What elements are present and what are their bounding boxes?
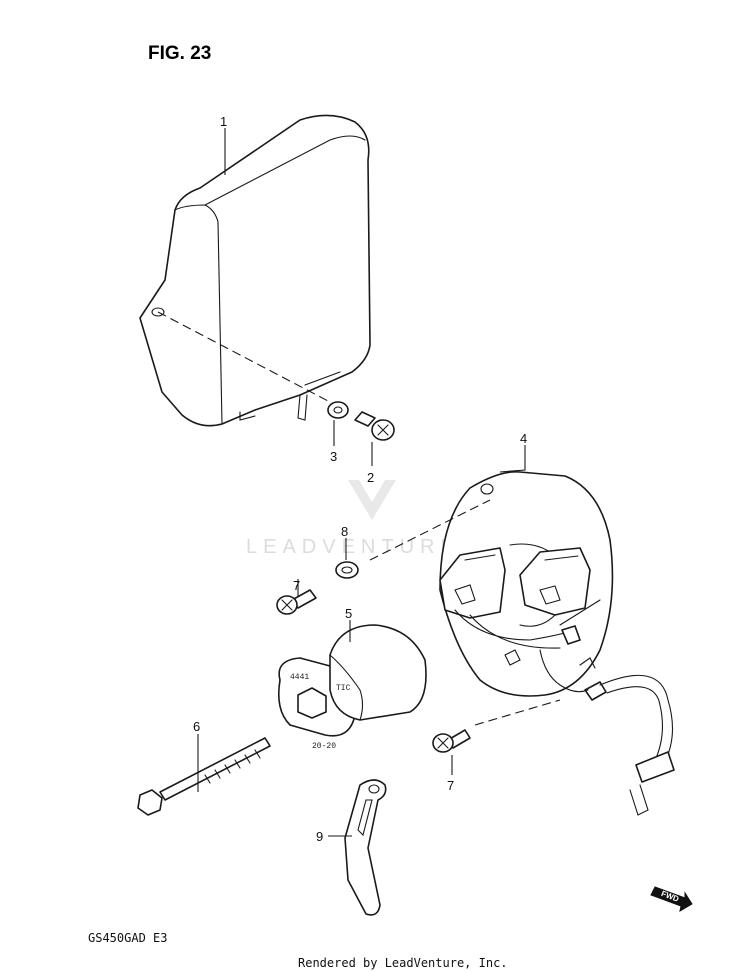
pickup-coil-right bbox=[519, 547, 591, 616]
render-credit: Rendered by LeadVenture, Inc. bbox=[298, 956, 508, 970]
fwd-direction-arrow: FWD bbox=[650, 886, 693, 912]
callout-5: 5 bbox=[345, 606, 352, 621]
part-1-igniter-unit bbox=[139, 114, 371, 427]
callout-2: 2 bbox=[367, 470, 374, 485]
callout-7-upper: 7 bbox=[293, 578, 300, 593]
part-6-long-bolt bbox=[137, 737, 271, 816]
rotor-stamp-tic: TIC bbox=[336, 684, 351, 693]
part-5-signal-rotor: 4441 TIC 20-20 bbox=[277, 624, 427, 751]
pickup-wiring-harness bbox=[454, 599, 675, 816]
watermark-text: LEADVENTURE bbox=[246, 536, 460, 558]
part-9-clamp-strap bbox=[344, 779, 387, 916]
callout-3: 3 bbox=[330, 449, 337, 464]
callout-6: 6 bbox=[193, 719, 200, 734]
rotor-stamp-20-20: 20-20 bbox=[312, 742, 336, 751]
model-code: GS450GAD E3 bbox=[88, 931, 167, 945]
part-7-screw-upper bbox=[276, 589, 317, 615]
plate-guide-line-bottom bbox=[474, 699, 561, 726]
leadventure-watermark: LEADVENTURE bbox=[246, 480, 460, 558]
plate-guide-line-top bbox=[369, 499, 491, 561]
callout-leaders bbox=[197, 128, 526, 837]
mounting-guide-line bbox=[157, 311, 331, 403]
pickup-coil-left bbox=[439, 547, 506, 619]
part-7-screw-lower bbox=[432, 729, 471, 753]
rotor-stamp-4441: 4441 bbox=[290, 673, 309, 682]
part-3-washer bbox=[327, 401, 349, 419]
callout-9: 9 bbox=[316, 829, 323, 844]
part-2-screw bbox=[354, 411, 395, 441]
callout-4: 4 bbox=[520, 431, 527, 446]
callout-1: 1 bbox=[220, 114, 227, 129]
part-8-washer bbox=[335, 561, 359, 579]
figure-title: FIG. 23 bbox=[148, 43, 211, 64]
callout-7-lower: 7 bbox=[447, 778, 454, 793]
callout-8: 8 bbox=[341, 524, 348, 539]
